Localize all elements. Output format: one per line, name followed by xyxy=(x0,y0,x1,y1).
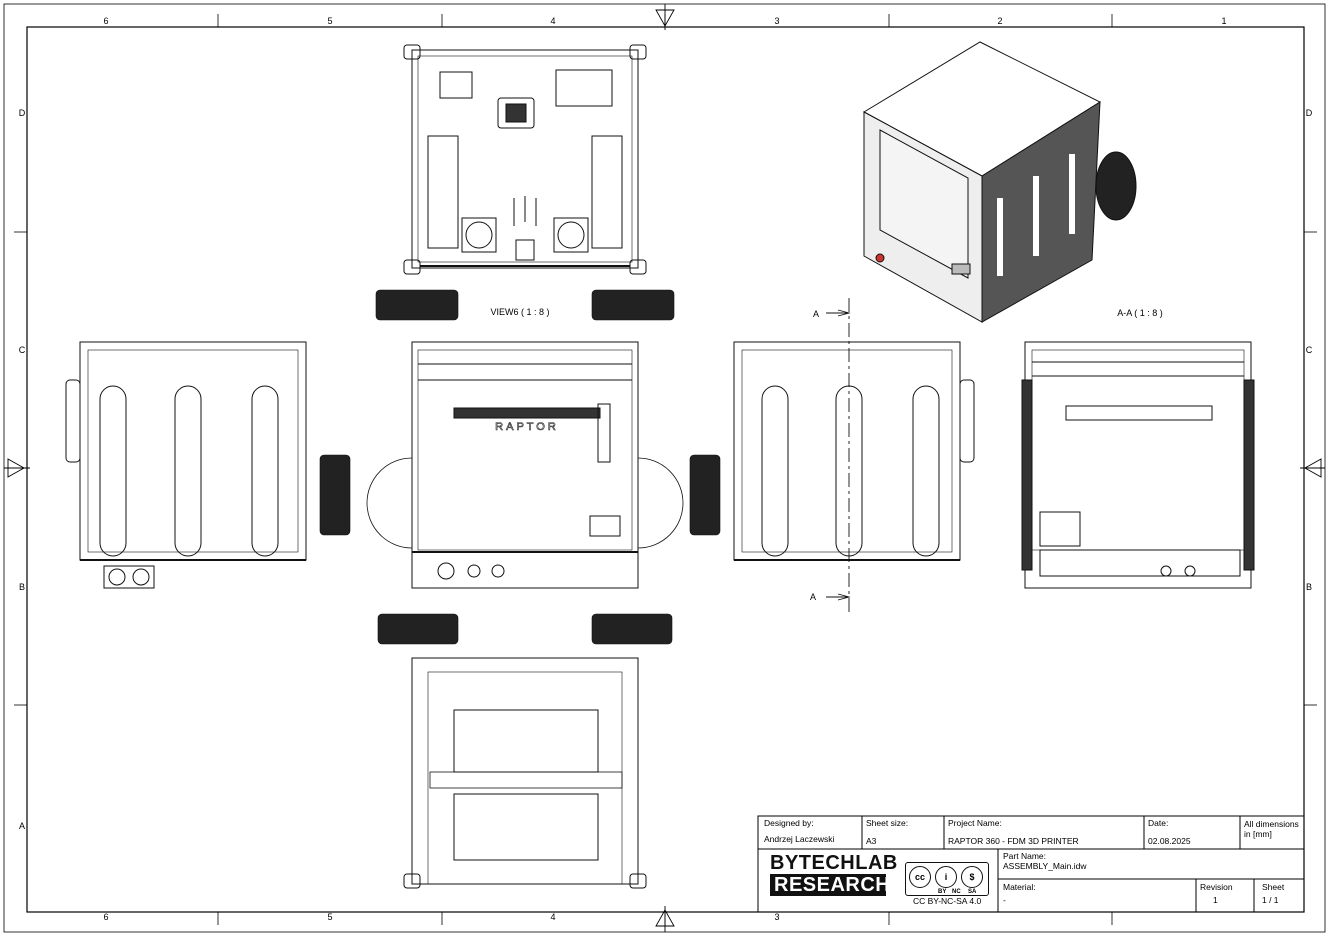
cc-by-text: BY xyxy=(938,889,947,895)
attribution-icon: i xyxy=(935,866,957,888)
dimensions-note-line1: All dimensions xyxy=(1244,819,1299,829)
cc-license-badge: cc i $ BY NC SA xyxy=(905,862,989,896)
date-value: 02.08.2025 xyxy=(1148,836,1191,846)
row-label: C xyxy=(19,345,26,355)
row-label: B xyxy=(19,582,25,592)
section-view xyxy=(1021,341,1255,589)
row-label: B xyxy=(1306,582,1312,592)
spool-side-right xyxy=(689,454,721,536)
section-marker-top: A xyxy=(813,309,819,319)
cc-sa-text: SA xyxy=(968,889,977,895)
bottom-view xyxy=(403,657,647,889)
logo-line2: RESEARCH xyxy=(770,874,890,896)
row-label: D xyxy=(1306,108,1313,118)
spool-side-left xyxy=(319,454,351,536)
zone-column-labels-bottom: 6 5 4 3 xyxy=(103,912,779,922)
inner-border xyxy=(26,26,1305,913)
row-label: C xyxy=(1306,345,1313,355)
project-name-label: Project Name: xyxy=(948,818,1002,828)
revision-value: 1 xyxy=(1213,895,1218,905)
cc-icon: cc xyxy=(909,866,931,888)
spool-bottom-left xyxy=(377,613,459,645)
date-label: Date: xyxy=(1148,818,1169,828)
spool-top-left xyxy=(375,289,459,321)
logo-line1: BYTECHLAB xyxy=(770,852,898,874)
spool-bottom-right xyxy=(591,613,673,645)
isometric-view xyxy=(862,41,1137,323)
zone-ticks xyxy=(14,14,1317,925)
sheet-size-label: Sheet size: xyxy=(866,818,909,828)
col-label: 3 xyxy=(774,16,779,26)
row-label: A xyxy=(19,821,25,831)
sheet-label: Sheet xyxy=(1262,882,1285,892)
project-name-value: RAPTOR 360 - FDM 3D PRINTER xyxy=(948,836,1079,846)
sheet-value: 1 / 1 xyxy=(1262,895,1279,905)
material-label: Material: xyxy=(1003,882,1036,892)
section-line xyxy=(826,298,851,612)
col-label: 4 xyxy=(550,912,555,922)
bytechlab-logo: BYTECHLAB RESEARCH xyxy=(770,852,898,902)
title-block-grid xyxy=(757,815,1305,913)
centering-marks xyxy=(4,4,1325,932)
sheet-size-value: A3 xyxy=(866,836,877,846)
cc-nc-text: NC xyxy=(952,889,961,895)
zone-column-labels-top: 6 5 4 3 2 1 xyxy=(103,16,1226,26)
col-label: 6 xyxy=(103,16,108,26)
row-label: D xyxy=(19,108,26,118)
part-name-label: Part Name: xyxy=(1003,851,1046,861)
col-label: 5 xyxy=(327,16,332,26)
col-label: 1 xyxy=(1221,16,1226,26)
left-side-view xyxy=(65,341,307,589)
outer-border xyxy=(3,3,1326,933)
top-view xyxy=(403,44,647,275)
right-side-view xyxy=(733,341,975,561)
col-label: 2 xyxy=(997,16,1002,26)
noncommercial-icon: $ xyxy=(961,866,983,888)
revision-label: Revision xyxy=(1200,882,1233,892)
designed-by-value: Andrzej Laczewski xyxy=(764,834,835,844)
col-label: 3 xyxy=(774,912,779,922)
section-marker-bottom: A xyxy=(810,592,816,602)
dimensions-note-line2: in [mm] xyxy=(1244,829,1272,839)
designed-by-label: Designed by: xyxy=(764,818,814,828)
col-label: 4 xyxy=(550,16,555,26)
view6-label: VIEW6 ( 1 : 8 ) xyxy=(490,307,549,317)
col-label: 5 xyxy=(327,912,332,922)
zone-row-labels-right: D C B xyxy=(1306,108,1313,592)
section-view-label: A-A ( 1 : 8 ) xyxy=(1117,308,1163,318)
front-raptor-logo: RAPTOR xyxy=(495,421,559,433)
material-value: - xyxy=(1003,895,1006,905)
col-label: 6 xyxy=(103,912,108,922)
front-view xyxy=(366,341,684,589)
spool-top-right xyxy=(591,289,675,321)
zone-row-labels-left: D C B A xyxy=(19,108,26,831)
part-name-value: ASSEMBLY_Main.idw xyxy=(1003,861,1087,871)
license-text: CC BY-NC-SA 4.0 xyxy=(913,896,982,906)
